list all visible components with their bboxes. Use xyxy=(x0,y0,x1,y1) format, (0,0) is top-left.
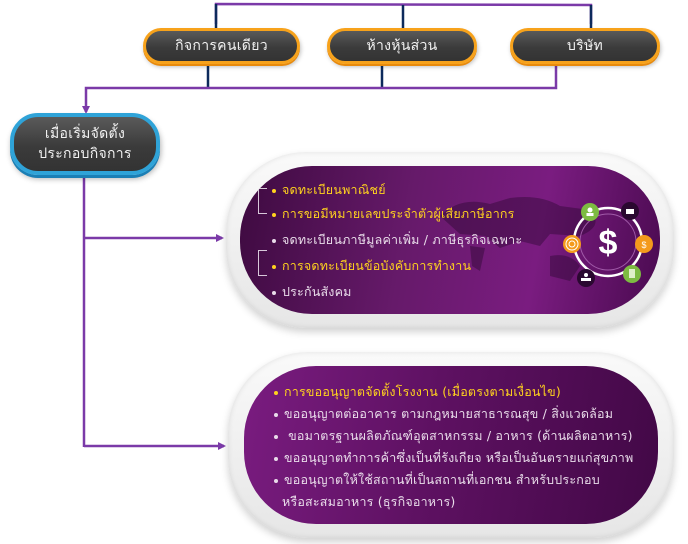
bullet-icon xyxy=(274,412,278,417)
registration-item: ประกันสังคม xyxy=(272,282,352,302)
world-map-icon xyxy=(440,197,596,281)
start-node-line1: เมื่อเริ่มจัดตั้ง xyxy=(44,126,126,142)
bullet-icon xyxy=(272,238,276,243)
permit-item: ขออนุญาตให้ใช้สถานที่เป็นสถานที่เอกชน สำ… xyxy=(274,470,600,490)
business-type-partnership[interactable]: ห้างหุ้นส่วน xyxy=(327,28,477,64)
dollar-icon: $ xyxy=(599,224,618,262)
money-ring-illustration: $ $ xyxy=(563,202,653,287)
registration-panel: จดทะเบียนพาณิชย์ การขอมีหมายเลขประจำตัวผ… xyxy=(226,152,674,328)
permit-item: ขอมาตรฐานผลิตภัณฑ์อุตสาหกรรม / อาหาร (ด้… xyxy=(274,426,633,446)
bullet-icon xyxy=(272,264,276,269)
permit-item: การขออนุญาตจัดตั้งโรงงาน (เมื่อตรงตามเงื… xyxy=(274,382,561,402)
registration-item: จดทะเบียนพาณิชย์ xyxy=(272,180,386,200)
bullet-icon xyxy=(272,188,276,193)
bullet-icon xyxy=(274,456,278,461)
user-icon xyxy=(581,203,599,221)
permit-item-continuation: หรือสะสมอาหาร (ธุรกิจอาหาร) xyxy=(282,494,456,509)
bullet-icon xyxy=(274,390,278,395)
permit-item: ขออนุญาตต่ออาคาร ตามกฎหมายสาธารณสุข / สิ… xyxy=(274,404,613,424)
permits-panel-body: การขออนุญาตจัดตั้งโรงงาน (เมื่อตรงตามเงื… xyxy=(244,366,658,524)
registration-panel-body: จดทะเบียนพาณิชย์ การขอมีหมายเลขประจำตัวผ… xyxy=(240,166,660,314)
permit-item: ขออนุญาตทำการค้าซึ่งเป็นที่รังเกียจ หรือ… xyxy=(274,448,633,468)
group-bracket xyxy=(258,250,267,276)
business-type-sole-proprietor[interactable]: กิจการคนเดียว xyxy=(143,28,300,64)
registration-item: การจดทะเบียนข้อบังคับการทำงาน xyxy=(272,256,471,276)
svg-text:$: $ xyxy=(641,240,646,250)
registration-item: จดทะเบียนภาษีมูลค่าเพิ่ม / ภาษีธุรกิจเฉพ… xyxy=(272,230,522,250)
business-type-label: บริษัท xyxy=(566,38,604,54)
permits-panel: การขออนุญาตจัดตั้งโรงงาน (เมื่อตรงตามเงื… xyxy=(228,352,674,538)
group-bracket xyxy=(258,188,267,214)
bank-icon xyxy=(621,202,639,220)
bottom-bus-line xyxy=(82,65,558,114)
document-icon xyxy=(623,265,641,283)
people-icon xyxy=(577,269,595,287)
bullet-icon xyxy=(274,434,278,439)
bullet-icon xyxy=(272,212,276,217)
start-node-line2: ประกอบกิจการ xyxy=(38,146,132,162)
business-type-company[interactable]: บริษัท xyxy=(510,28,660,64)
target-icon xyxy=(563,235,581,253)
bullet-icon xyxy=(272,290,276,295)
coin-icon: $ xyxy=(635,235,653,253)
bullet-icon xyxy=(274,478,278,483)
registration-item: การขอมีหมายเลขประจำตัวผู้เสียภาษีอากร xyxy=(272,204,515,224)
business-type-label: กิจการคนเดียว xyxy=(175,38,268,54)
start-node[interactable]: เมื่อเริ่มจัดตั้ง ประกอบกิจการ xyxy=(10,113,160,175)
business-type-label: ห้างหุ้นส่วน xyxy=(366,38,438,54)
